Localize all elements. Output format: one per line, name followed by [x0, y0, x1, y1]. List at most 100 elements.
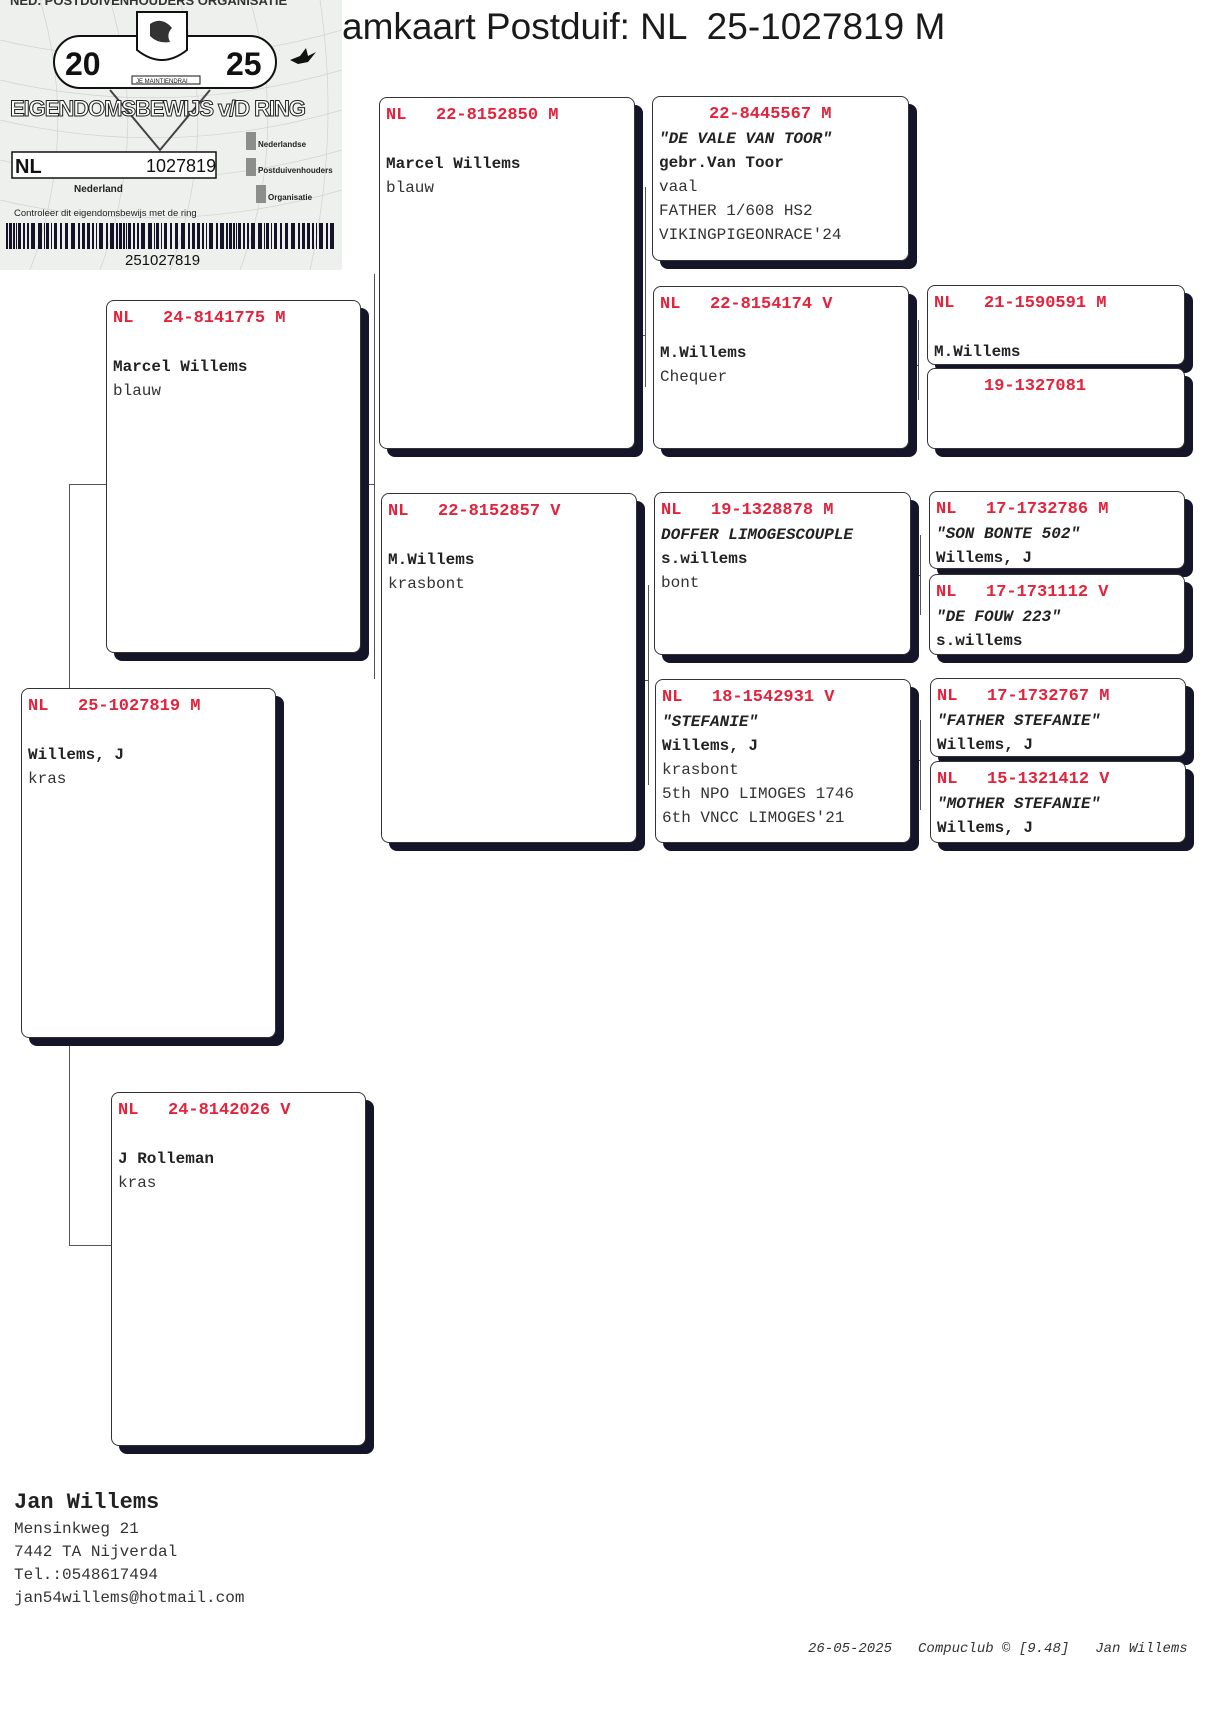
- ring-id: 22-8154174 V: [710, 295, 833, 314]
- connector-line: [69, 1038, 70, 1245]
- barcode-bar: [128, 223, 131, 249]
- ring-id: 15-1321412 V: [987, 770, 1110, 789]
- cert-instruction: Controleer dit eigendomsbewijs met de ri…: [14, 208, 197, 219]
- barcode-bar: [271, 223, 272, 249]
- barcode-bar: [251, 223, 255, 249]
- country-code: NL: [936, 583, 957, 602]
- pigeon-info: 6th VNCC LIMOGES'21: [662, 809, 845, 827]
- spacer: [113, 331, 354, 355]
- connector-line: [648, 585, 649, 785]
- ring-id: 25-1027819 M: [78, 697, 201, 716]
- barcode-bar: [233, 223, 235, 249]
- barcode-bar: [9, 223, 12, 249]
- ring-id: 18-1542931 V: [712, 688, 835, 707]
- page-title: amkaart Postduif: NL 25-1027819 M: [342, 6, 946, 47]
- country-code: NL: [937, 687, 958, 706]
- barcode-bar: [226, 223, 228, 249]
- barcode-bar: [54, 223, 57, 249]
- barcode-bar: [298, 223, 300, 249]
- barcode-bar: [31, 223, 35, 249]
- barcode-bar: [206, 223, 207, 249]
- pigeon-name: "DE FOUW 223": [936, 608, 1061, 626]
- pigeon-info: krasbont: [662, 761, 739, 779]
- barcode-bar: [6, 223, 8, 249]
- owner-name: Jan Willems: [14, 1490, 160, 1515]
- barcode-bar: [243, 223, 245, 249]
- pigeon-info: VIKINGPIGEONRACE'24: [659, 226, 842, 244]
- country-code: NL: [113, 309, 134, 328]
- barcode-bar: [170, 223, 172, 249]
- country-code: NL: [662, 688, 683, 707]
- country-code: NL: [386, 106, 407, 125]
- pigeon-card[interactable]: 22-8445567 M"DE VALE VAN TOOR"gebr.Van T…: [652, 96, 909, 261]
- connector-line: [374, 274, 375, 679]
- barcode-bar: [302, 223, 305, 249]
- ring-id: 24-8141775 M: [163, 309, 286, 328]
- connector-line: [918, 320, 919, 400]
- barcode-bar: [161, 223, 162, 249]
- connector-line: [69, 1245, 111, 1246]
- connector-line: [645, 187, 646, 387]
- barcode-bar: [229, 223, 232, 249]
- country-code: NL: [937, 770, 958, 789]
- ring-id: 22-8152857 V: [438, 502, 561, 521]
- spacer: [934, 316, 1178, 340]
- ring-number: NL 22-8154174 V: [660, 293, 902, 317]
- barcode-bar: [38, 223, 42, 249]
- connector-line: [637, 335, 645, 336]
- breeder-name: J Rolleman: [118, 1150, 215, 1168]
- breeder-name: Willems, J: [28, 746, 125, 764]
- barcode-bar: [106, 223, 108, 249]
- barcode-bar: [197, 223, 200, 249]
- barcode-bar: [71, 223, 75, 249]
- country-code: NL: [936, 500, 957, 519]
- breeder-name: s.willems: [936, 632, 1023, 650]
- connector-line: [69, 484, 106, 485]
- barcode-bar: [220, 223, 224, 249]
- owner-city: 7442 TA Nijverdal: [14, 1543, 178, 1561]
- barcode-bar: [110, 223, 114, 249]
- pigeon-name: "DE VALE VAN TOOR": [659, 130, 832, 148]
- barcode-bar: [46, 223, 49, 249]
- ring-id: 21-1590591 M: [984, 294, 1107, 313]
- barcode-bar: [23, 223, 25, 249]
- barcode-bar: [60, 223, 62, 249]
- barcode-bar: [216, 223, 218, 249]
- spacer: [388, 524, 630, 548]
- connector-line: [911, 760, 920, 761]
- barcode-bar: [116, 223, 118, 249]
- pigeon-name: DOFFER LIMOGESCOUPLE: [661, 526, 854, 544]
- barcode-bar: [51, 223, 52, 249]
- breeder-name: Marcel Willems: [386, 155, 521, 173]
- barcode-bar: [148, 223, 152, 249]
- dove-icon: [290, 48, 316, 64]
- barcode-bar: [126, 223, 127, 249]
- breeder-name: Marcel Willems: [113, 358, 248, 376]
- barcode: [6, 223, 334, 249]
- barcode-bar: [181, 223, 185, 249]
- connector-line: [920, 720, 921, 810]
- cert-npo-1: Nederlandse: [258, 140, 307, 149]
- pigeon-card[interactable]: 19-1327081: [927, 368, 1185, 449]
- country-code: NL: [118, 1101, 139, 1120]
- spacer: [28, 719, 269, 743]
- country-code: NL: [660, 295, 681, 314]
